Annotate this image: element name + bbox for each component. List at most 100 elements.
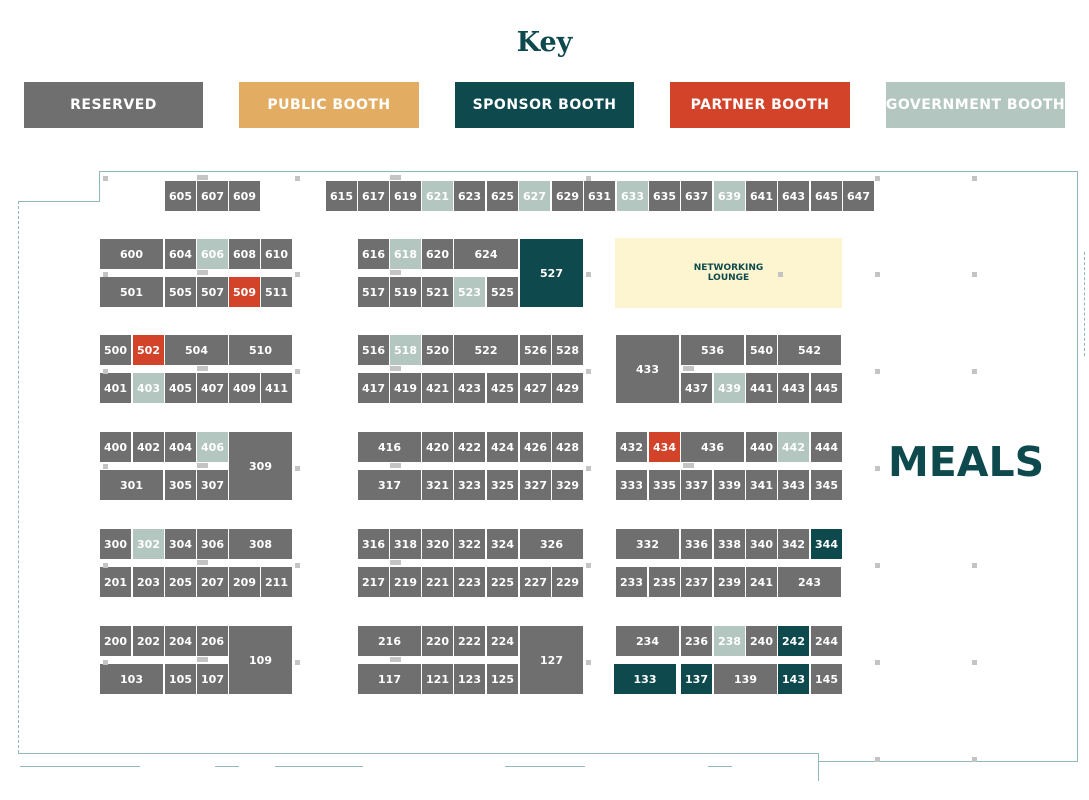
booth-302[interactable]: 302: [132, 528, 165, 560]
booth-201[interactable]: 201: [99, 566, 132, 598]
booth-227[interactable]: 227: [519, 566, 552, 598]
booth-332[interactable]: 332: [615, 528, 680, 560]
booth-424[interactable]: 424: [486, 431, 519, 463]
booth-216[interactable]: 216: [357, 625, 422, 657]
booth-433[interactable]: 433: [615, 334, 680, 404]
booth-428[interactable]: 428: [551, 431, 584, 463]
booth-645[interactable]: 645: [810, 180, 843, 212]
booth-434[interactable]: 434: [648, 431, 681, 463]
booth-621[interactable]: 621: [421, 180, 454, 212]
booth-324[interactable]: 324: [486, 528, 519, 560]
booth-620[interactable]: 620: [421, 238, 454, 270]
booth-207[interactable]: 207: [196, 566, 229, 598]
booth-336[interactable]: 336: [680, 528, 713, 560]
booth-501[interactable]: 501: [99, 276, 164, 308]
booth-627[interactable]: 627: [518, 180, 551, 212]
booth-203[interactable]: 203: [132, 566, 165, 598]
booth-440[interactable]: 440: [745, 431, 778, 463]
booth-225[interactable]: 225: [486, 566, 519, 598]
booth-526[interactable]: 526: [519, 334, 552, 366]
booth-309[interactable]: 309: [228, 431, 293, 501]
booth-623[interactable]: 623: [453, 180, 486, 212]
booth-639[interactable]: 639: [713, 180, 746, 212]
booth-220[interactable]: 220: [421, 625, 454, 657]
booth-243[interactable]: 243: [777, 566, 842, 598]
booth-337[interactable]: 337: [680, 469, 713, 501]
booth-206[interactable]: 206: [196, 625, 229, 657]
booth-338[interactable]: 338: [713, 528, 746, 560]
booth-308[interactable]: 308: [228, 528, 293, 560]
booth-600[interactable]: 600: [99, 238, 164, 270]
booth-518[interactable]: 518: [389, 334, 422, 366]
booth-400[interactable]: 400: [99, 431, 132, 463]
booth-436[interactable]: 436: [680, 431, 745, 463]
booth-221[interactable]: 221: [421, 566, 454, 598]
booth-143[interactable]: 143: [777, 663, 810, 695]
booth-305[interactable]: 305: [164, 469, 197, 501]
booth-342[interactable]: 342: [777, 528, 810, 560]
booth-233[interactable]: 233: [615, 566, 648, 598]
booth-517[interactable]: 517: [357, 276, 390, 308]
booth-420[interactable]: 420: [421, 431, 454, 463]
booth-429[interactable]: 429: [551, 372, 584, 404]
booth-320[interactable]: 320: [421, 528, 454, 560]
booth-306[interactable]: 306: [196, 528, 229, 560]
booth-504[interactable]: 504: [164, 334, 229, 366]
booth-343[interactable]: 343: [777, 469, 810, 501]
booth-211[interactable]: 211: [260, 566, 293, 598]
booth-417[interactable]: 417: [357, 372, 390, 404]
booth-326[interactable]: 326: [519, 528, 584, 560]
booth-520[interactable]: 520: [421, 334, 454, 366]
booth-241[interactable]: 241: [745, 566, 778, 598]
booth-615[interactable]: 615: [325, 180, 358, 212]
booth-616[interactable]: 616: [357, 238, 390, 270]
booth-441[interactable]: 441: [745, 372, 778, 404]
booth-127[interactable]: 127: [519, 625, 584, 695]
booth-304[interactable]: 304: [164, 528, 197, 560]
booth-411[interactable]: 411: [260, 372, 293, 404]
booth-318[interactable]: 318: [389, 528, 422, 560]
booth-647[interactable]: 647: [842, 180, 875, 212]
booth-500[interactable]: 500: [99, 334, 132, 366]
booth-405[interactable]: 405: [164, 372, 197, 404]
booth-404[interactable]: 404: [164, 431, 197, 463]
booth-637[interactable]: 637: [680, 180, 713, 212]
booth-528[interactable]: 528: [551, 334, 584, 366]
booth-240[interactable]: 240: [745, 625, 778, 657]
booth-401[interactable]: 401: [99, 372, 132, 404]
booth-607[interactable]: 607: [196, 180, 229, 212]
booth-422[interactable]: 422: [453, 431, 486, 463]
booth-335[interactable]: 335: [648, 469, 681, 501]
booth-123[interactable]: 123: [453, 663, 486, 695]
booth-321[interactable]: 321: [421, 469, 454, 501]
booth-525[interactable]: 525: [486, 276, 519, 308]
booth-205[interactable]: 205: [164, 566, 197, 598]
booth-625[interactable]: 625: [486, 180, 519, 212]
booth-507[interactable]: 507: [196, 276, 229, 308]
booth-107[interactable]: 107: [196, 663, 229, 695]
booth-327[interactable]: 327: [519, 469, 552, 501]
booth-340[interactable]: 340: [745, 528, 778, 560]
booth-437[interactable]: 437: [680, 372, 713, 404]
booth-502[interactable]: 502: [132, 334, 165, 366]
booth-229[interactable]: 229: [551, 566, 584, 598]
booth-316[interactable]: 316: [357, 528, 390, 560]
booth-145[interactable]: 145: [810, 663, 843, 695]
booth-223[interactable]: 223: [453, 566, 486, 598]
booth-239[interactable]: 239: [713, 566, 746, 598]
booth-139[interactable]: 139: [713, 663, 778, 695]
booth-242[interactable]: 242: [777, 625, 810, 657]
booth-237[interactable]: 237: [680, 566, 713, 598]
booth-542[interactable]: 542: [777, 334, 842, 366]
booth-341[interactable]: 341: [745, 469, 778, 501]
booth-117[interactable]: 117: [357, 663, 422, 695]
booth-618[interactable]: 618: [389, 238, 422, 270]
booth-416[interactable]: 416: [357, 431, 422, 463]
booth-505[interactable]: 505: [164, 276, 197, 308]
booth-519[interactable]: 519: [389, 276, 422, 308]
booth-219[interactable]: 219: [389, 566, 422, 598]
booth-604[interactable]: 604: [164, 238, 197, 270]
booth-224[interactable]: 224: [486, 625, 519, 657]
booth-133[interactable]: 133: [613, 663, 677, 695]
booth-236[interactable]: 236: [680, 625, 713, 657]
